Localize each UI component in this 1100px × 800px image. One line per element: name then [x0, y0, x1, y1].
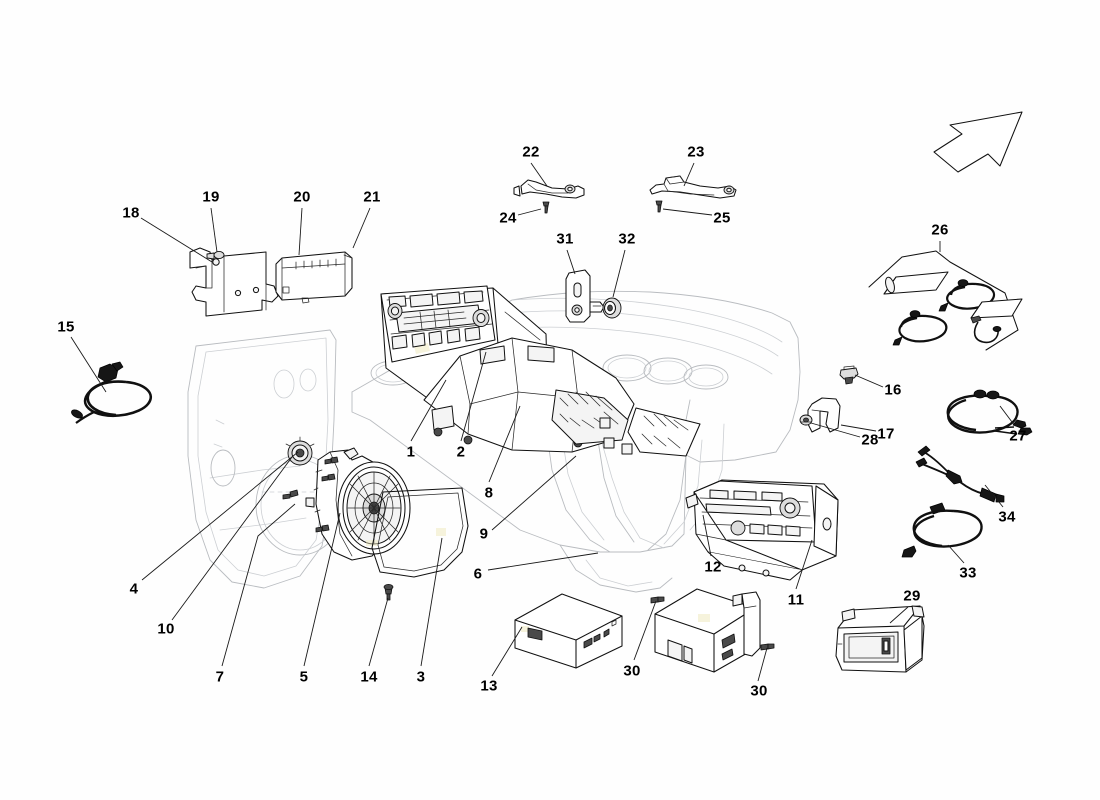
part-10-tweeter — [285, 436, 315, 466]
part-17-retaining-clip — [807, 397, 841, 433]
part-2-radio-mounting-frame — [423, 337, 701, 457]
callout-label-23: 23 — [687, 143, 705, 161]
part-13-cd-changer — [514, 593, 623, 669]
part-5-woofer-speaker — [282, 447, 411, 561]
callout-label-22: 22 — [522, 143, 540, 161]
callout-label-15: 15 — [57, 318, 75, 336]
part-7-mounting-screws — [282, 456, 339, 533]
callout-label-19: 19 — [202, 188, 220, 206]
callout-label-6: 6 — [473, 565, 483, 583]
leader-lines — [70, 162, 1016, 682]
callout-label-4: 4 — [129, 580, 139, 598]
part-33-aux-cable — [901, 502, 983, 558]
part-25-screw — [655, 200, 663, 213]
part-19-bolt — [206, 250, 225, 260]
part-22-left-rail — [513, 179, 585, 214]
callout-label-32: 32 — [618, 230, 636, 248]
callout-label-33: 33 — [959, 564, 977, 582]
part-27-wiring-harness — [946, 389, 1033, 436]
callout-label-21: 21 — [363, 188, 381, 206]
part-29-player-unit — [835, 605, 925, 673]
callout-label-11: 11 — [787, 591, 805, 609]
part-12-amplifier-module — [650, 588, 775, 673]
part-28-nut — [799, 414, 813, 426]
part-18-support-bracket — [189, 247, 279, 317]
direction-arrow-icon — [933, 111, 1023, 173]
callout-label-27: 27 — [1009, 427, 1027, 445]
part-32-grommet-ring — [602, 297, 622, 319]
callout-label-31: 31 — [556, 230, 574, 248]
callout-label-20: 20 — [293, 188, 311, 206]
callout-label-26: 26 — [931, 221, 949, 239]
callout-label-30b: 30 — [750, 682, 768, 700]
callout-label-29: 29 — [903, 587, 921, 605]
callout-label-9: 9 — [479, 525, 489, 543]
callout-label-8: 8 — [484, 484, 494, 502]
part-16-grommet — [839, 365, 859, 385]
callout-label-12: 12 — [704, 558, 722, 576]
part-23-right-rail — [649, 175, 737, 213]
part-11-navigation-unit — [685, 479, 839, 581]
part-15-antenna-cable — [71, 361, 153, 424]
callout-label-10: 10 — [157, 620, 175, 638]
callout-label-25: 25 — [713, 209, 731, 227]
callout-label-16: 16 — [884, 381, 902, 399]
callout-label-17: 17 — [877, 425, 895, 443]
callout-label-3: 3 — [416, 668, 426, 686]
callout-label-2: 2 — [456, 443, 466, 461]
callout-label-18: 18 — [122, 204, 140, 222]
callout-label-34: 34 — [998, 508, 1016, 526]
callout-label-1: 1 — [406, 443, 416, 461]
part-14-clip — [383, 584, 394, 601]
callout-label-14: 14 — [360, 668, 378, 686]
callout-label-30: 30 — [623, 662, 641, 680]
part-26-accessory-kit — [868, 250, 1023, 351]
part-3-speaker-cover-panel — [371, 487, 469, 601]
callout-label-5: 5 — [299, 668, 309, 686]
callout-label-24: 24 — [499, 209, 517, 227]
part-34-y-splitter-cable — [915, 445, 1005, 503]
callout-label-7: 7 — [215, 668, 225, 686]
callout-label-28: 28 — [861, 431, 879, 449]
callout-label-13: 13 — [480, 677, 498, 695]
part-24-screw — [542, 201, 550, 214]
part-20-control-module — [275, 251, 353, 304]
part-31-antenna-base — [565, 269, 605, 323]
